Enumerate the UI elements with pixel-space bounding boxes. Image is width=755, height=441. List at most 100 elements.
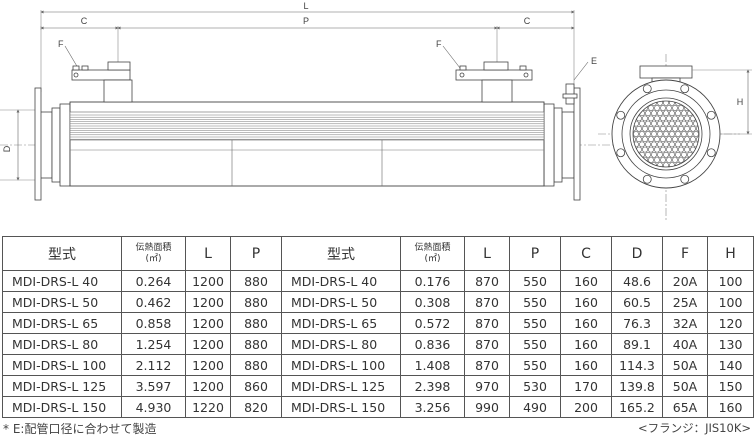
cell-area-b: 1.408 [400, 354, 465, 376]
header-P-a: P [230, 236, 282, 271]
cell-H: 100 [707, 270, 754, 292]
cell-L-a: 1200 [185, 354, 231, 376]
dimension-D: D [0, 109, 36, 181]
right-end-flange [543, 83, 581, 201]
spec-table: 型式 伝熱面積(㎡) L P 型式 伝熱面積(㎡) L P C D F H MD… [2, 236, 754, 418]
cell-P-b: 490 [509, 396, 561, 418]
cell-D: 165.2 [611, 396, 663, 418]
cell-C: 200 [560, 396, 612, 418]
cell-P-a: 880 [230, 333, 282, 355]
cell-P-b: 550 [509, 333, 561, 355]
cell-F: 25A [662, 291, 708, 313]
cell-model-a: MDI-DRS-L 65 [2, 312, 122, 334]
nozzle-right [455, 61, 533, 103]
leader-E: E [573, 56, 597, 81]
dim-label-F-left: F [58, 39, 64, 49]
cell-L-b: 870 [464, 312, 510, 334]
dimension-CPC: C P C [40, 16, 575, 30]
shell [69, 101, 545, 187]
cell-D: 60.5 [611, 291, 663, 313]
cell-P-b: 530 [509, 375, 561, 397]
dim-label-C-right: C [524, 16, 531, 26]
cell-model-a: MDI-DRS-L 150 [2, 396, 122, 418]
cell-C: 160 [560, 291, 612, 313]
cell-P-b: 550 [509, 354, 561, 376]
cell-area-b: 3.256 [400, 396, 465, 418]
cell-L-a: 1220 [185, 396, 231, 418]
cell-area-a: 4.930 [121, 396, 186, 418]
cell-model-a: MDI-DRS-L 80 [2, 333, 122, 355]
header-C: C [560, 236, 612, 271]
header-F: F [662, 236, 708, 271]
cell-L-b: 870 [464, 291, 510, 313]
cell-area-b: 0.308 [400, 291, 465, 313]
cell-C: 160 [560, 312, 612, 334]
cell-area-b: 0.836 [400, 333, 465, 355]
cell-model-b: MDI-DRS-L 150 [281, 396, 401, 418]
cell-model-a: MDI-DRS-L 100 [2, 354, 122, 376]
cell-C: 160 [560, 270, 612, 292]
cell-H: 100 [707, 291, 754, 313]
cell-area-a: 1.254 [121, 333, 186, 355]
dimension-H: H [692, 69, 752, 135]
cell-area-b: 0.572 [400, 312, 465, 334]
cell-L-b: 870 [464, 333, 510, 355]
cell-P-a: 880 [230, 291, 282, 313]
cell-model-a: MDI-DRS-L 50 [2, 291, 122, 313]
cell-F: 50A [662, 354, 708, 376]
cell-model-b: MDI-DRS-L 40 [281, 270, 401, 292]
dim-label-F-right: F [436, 39, 442, 49]
cell-model-b: MDI-DRS-L 80 [281, 333, 401, 355]
header-L-b: L [464, 236, 510, 271]
dim-label-D: D [2, 145, 12, 152]
cell-L-a: 1200 [185, 312, 231, 334]
header-P-b: P [509, 236, 561, 271]
end-view [598, 54, 740, 220]
cell-L-a: 1200 [185, 375, 231, 397]
cell-P-a: 880 [230, 270, 282, 292]
cell-F: 40A [662, 333, 708, 355]
cell-L-a: 1200 [185, 270, 231, 292]
cell-P-b: 550 [509, 270, 561, 292]
cell-area-b: 0.176 [400, 270, 465, 292]
cell-P-a: 860 [230, 375, 282, 397]
dim-label-P: P [303, 16, 309, 26]
cell-F: 50A [662, 375, 708, 397]
dim-label-H: H [737, 97, 744, 107]
header-model-b: 型式 [281, 236, 401, 271]
cell-C: 170 [560, 375, 612, 397]
cell-D: 48.6 [611, 270, 663, 292]
cell-area-b: 2.398 [400, 375, 465, 397]
cell-model-b: MDI-DRS-L 125 [281, 375, 401, 397]
cell-area-a: 3.597 [121, 375, 186, 397]
header-D: D [611, 236, 663, 271]
header-L-a: L [185, 236, 231, 271]
cell-L-a: 1200 [185, 291, 231, 313]
cell-D: 139.8 [611, 375, 663, 397]
nozzle-left [71, 61, 133, 103]
cell-P-b: 550 [509, 291, 561, 313]
cell-D: 89.1 [611, 333, 663, 355]
dimension-L: L [40, 1, 575, 14]
dim-label-L: L [303, 1, 308, 11]
cell-L-b: 990 [464, 396, 510, 418]
left-end-flange [34, 87, 71, 201]
cell-model-a: MDI-DRS-L 40 [2, 270, 122, 292]
dim-label-C-left: C [81, 16, 88, 26]
cell-P-a: 880 [230, 312, 282, 334]
cell-P-a: 820 [230, 396, 282, 418]
dim-label-E: E [591, 56, 597, 66]
cell-area-a: 0.264 [121, 270, 186, 292]
cell-L-b: 970 [464, 375, 510, 397]
cell-P-a: 880 [230, 354, 282, 376]
header-area-a: 伝熱面積(㎡) [121, 236, 186, 271]
cell-H: 160 [707, 396, 754, 418]
cell-model-a: MDI-DRS-L 125 [2, 375, 122, 397]
cell-P-b: 550 [509, 312, 561, 334]
manufacturing-note: * E:配管口径に合わせて製造 [3, 422, 157, 436]
cell-L-a: 1200 [185, 333, 231, 355]
